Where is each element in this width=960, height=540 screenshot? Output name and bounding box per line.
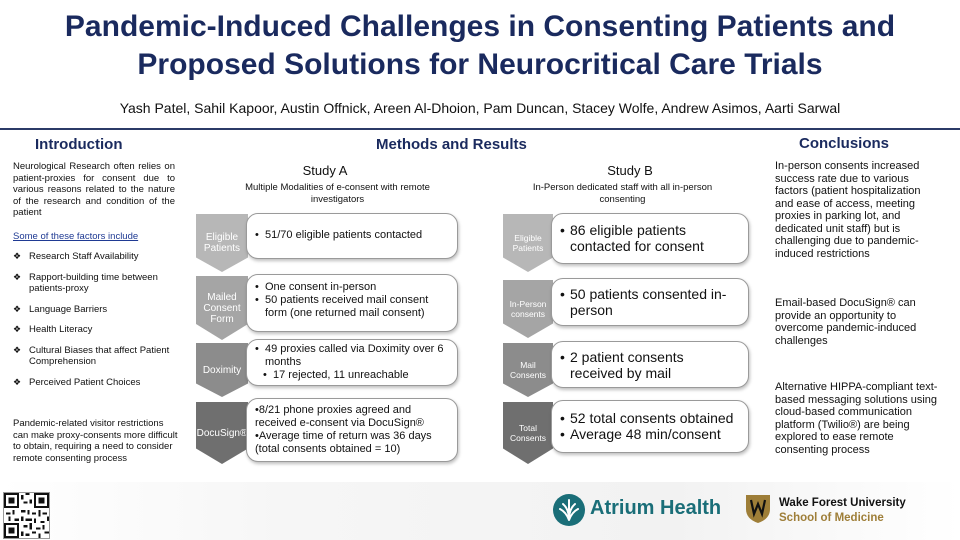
list-item: 86 eligible patients contacted for conse…	[560, 222, 740, 254]
study-b-box-eligible: 86 eligible patients contacted for conse…	[551, 213, 749, 264]
study-a-box-docusign: •8/21 phone proxies agreed and received …	[246, 398, 458, 462]
diamond-bullet-icon: ❖	[13, 344, 22, 355]
list-item: Average 48 min/consent	[560, 426, 740, 442]
qr-code-icon[interactable]	[3, 492, 50, 539]
study-a-label-docusign: DocuSign®	[196, 402, 248, 464]
authors: Yash Patel, Sahil Kapoor, Austin Offnick…	[119, 100, 841, 116]
diamond-bullet-icon: ❖	[13, 376, 22, 387]
atrium-health-wordmark: Atrium Health	[590, 497, 722, 519]
study-a-box-doximity: 49 proxies called via Doximity over 6 mo…	[246, 339, 458, 386]
conclusion-3: Alternative HIPPA-compliant text-based m…	[775, 381, 938, 456]
list-item: •Average time of return was 36 days (tot…	[255, 430, 432, 455]
list-item: ❖Perceived Patient Choices	[13, 376, 141, 388]
footer-band	[0, 482, 960, 540]
header-divider	[0, 128, 960, 130]
study-b-title: Study B	[607, 163, 653, 178]
study-a-title: Study A	[302, 163, 348, 178]
factors-list: ❖Research Staff Availability ❖Rapport-bu…	[13, 251, 178, 397]
atrium-health-logo-icon	[553, 494, 585, 526]
study-a-subtitle: Multiple Modalities of e-consent with re…	[245, 182, 430, 205]
study-b-box-total: 52 total consents obtained Average 48 mi…	[551, 400, 749, 453]
list-item: ❖Language Barriers	[13, 303, 108, 315]
study-b-label-mail: Mail Consents	[503, 343, 553, 397]
wake-forest-school: School of Medicine	[779, 512, 884, 524]
list-item: 49 proxies called via Doximity over 6 mo…	[255, 343, 449, 369]
wake-forest-shield-icon	[746, 495, 770, 523]
diamond-bullet-icon: ❖	[13, 303, 22, 314]
study-a-label-eligible: Eligible Patients	[196, 214, 248, 272]
study-b-label-in-person: In-Person consents	[503, 280, 553, 338]
list-item: 50 patients received mail consent form (…	[255, 294, 449, 320]
introduction-closing: Pandemic-related visitor restrictions ca…	[13, 418, 178, 464]
list-item: ❖Rapport-building time between patients-…	[13, 271, 158, 295]
study-b-label-total: Total Consents	[503, 402, 553, 464]
study-b-label-eligible: Eligible Patients	[503, 214, 553, 272]
list-item: 52 total consents obtained	[560, 410, 740, 426]
list-item: ❖Cultural Biases that affect Patient Com…	[13, 344, 170, 368]
diamond-bullet-icon: ❖	[13, 324, 22, 334]
diamond-bullet-icon: ❖	[13, 271, 22, 282]
list-item: ❖Research Staff Availability	[13, 251, 139, 262]
study-b-box-in-person: 50 patients consented in-person	[551, 278, 749, 326]
diamond-bullet-icon: ❖	[13, 251, 22, 261]
study-b-subtitle: In-Person dedicated staff with all in-pe…	[532, 182, 713, 205]
list-item: 2 patient consents received by mail	[560, 349, 740, 381]
study-a-label-doximity: Doximity	[196, 343, 248, 397]
title-line-1: Pandemic-Induced Challenges in Consentin…	[64, 10, 896, 43]
study-a-box-mailed: One consent in-person 50 patients receiv…	[246, 274, 458, 332]
title-line-2: Proposed Solutions for Neurocritical Car…	[137, 48, 823, 81]
study-a-box-eligible: 51/70 eligible patients contacted	[246, 213, 458, 259]
list-item: ❖Health Literacy	[13, 324, 93, 335]
factors-link[interactable]: Some of these factors include	[13, 231, 139, 242]
list-item: One consent in-person	[255, 281, 449, 294]
conclusion-2: Email-based DocuSign® can provide an opp…	[775, 297, 917, 347]
study-b-box-mail: 2 patient consents received by mail	[551, 341, 749, 388]
list-item: 50 patients consented in-person	[560, 286, 740, 318]
introduction-heading: Introduction	[35, 136, 123, 153]
list-item: 17 rejected, 11 unreachable	[255, 369, 449, 382]
conclusion-1: In-person consents increased success rat…	[775, 160, 921, 260]
study-a-label-mailed: Mailed Consent Form	[196, 276, 248, 340]
list-item: 51/70 eligible patients contacted	[255, 229, 449, 242]
methods-heading: Methods and Results	[376, 136, 527, 153]
conclusions-heading: Conclusions	[799, 135, 890, 152]
wake-forest-name: Wake Forest University	[779, 497, 906, 509]
introduction-paragraph: Neurological Research often relies on pa…	[13, 161, 175, 218]
list-item: •8/21 phone proxies agreed and received …	[255, 404, 424, 429]
poster-title: Pandemic-Induced Challenges in Consentin…	[0, 8, 960, 84]
